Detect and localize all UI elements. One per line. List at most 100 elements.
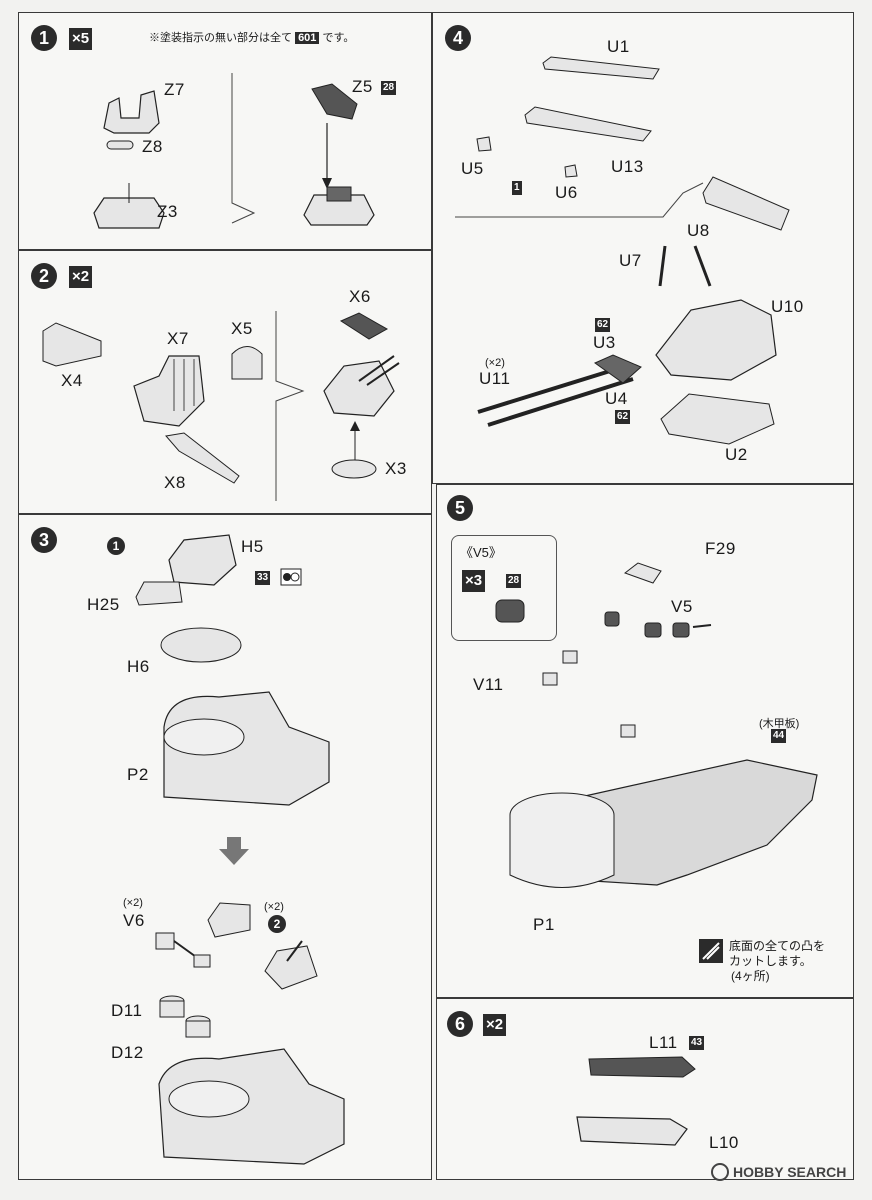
step-4-panel: 4 U1 U5 1 U6 U13 U8 U7 U10 62 U3 (×2) U1…	[432, 12, 854, 484]
f29-part-drawing	[623, 562, 662, 584]
l11-part-drawing	[588, 1056, 696, 1078]
p2-part-drawing	[163, 691, 330, 806]
u2-part-drawing	[660, 393, 775, 445]
step-3-badge: 3	[31, 527, 57, 553]
label-p1: P1	[533, 915, 555, 934]
label-u11: U11	[479, 369, 511, 388]
arrow-down-icon	[322, 123, 332, 189]
u1-part-drawing	[542, 56, 660, 80]
u6-part-drawing	[564, 164, 578, 178]
turret-a-drawing	[207, 902, 251, 938]
cut-note-line-1: 底面の全ての凸を	[729, 939, 826, 953]
h6-part-drawing	[160, 627, 242, 663]
u10-hull-part-drawing	[655, 299, 777, 381]
step-1-paint-note: ※塗装指示の無い部分は全て 601 です。	[149, 29, 354, 45]
turret-b-drawing	[264, 940, 318, 990]
label-x6: X6	[349, 287, 371, 306]
turret-assembled-drawing	[303, 186, 375, 226]
h25-part-drawing	[135, 581, 183, 606]
x-turret-assembled-drawing	[323, 355, 400, 417]
z3-part-drawing	[93, 183, 165, 229]
step-6-panel: 6 ×2 L11 43 L10	[436, 998, 854, 1180]
v6-part-drawing	[155, 932, 211, 968]
color-chip-icon	[280, 568, 302, 586]
cut-note-line-2: カットします。	[729, 954, 812, 968]
label-x7: X7	[167, 329, 189, 348]
label-z5: Z5	[352, 77, 373, 96]
u11-count: (×2)	[485, 357, 505, 369]
label-z7: Z7	[164, 80, 185, 99]
label-l11: L11	[649, 1033, 678, 1052]
h5-color-code: 33	[255, 571, 271, 585]
step-1-badge: 1	[31, 25, 57, 51]
label-p2: P2	[127, 765, 149, 784]
label-u3: U3	[593, 333, 616, 352]
step-5-panel: 5 《V5》 ×3 28 F29 V5 V11 (木甲板) 44 P1 底面の全…	[436, 484, 854, 998]
label-u7: U7	[619, 251, 642, 270]
label-x3: X3	[385, 459, 407, 478]
label-u13: U13	[611, 157, 644, 176]
arrow-up-icon	[350, 421, 360, 461]
u5-part-drawing	[476, 136, 492, 152]
step-2-multiplier: ×2	[69, 266, 93, 288]
d12-part-drawing	[185, 1015, 211, 1038]
v6-count: (×2)	[123, 897, 143, 909]
label-l10: L10	[709, 1133, 739, 1152]
x6-part-drawing	[339, 312, 389, 340]
label-z8: Z8	[142, 137, 163, 156]
label-u5: U5	[461, 159, 484, 178]
step-4-badge: 4	[445, 25, 471, 51]
inset-multiplier: ×3	[462, 570, 486, 592]
d11-part-drawing	[159, 995, 185, 1018]
label-v11: V11	[473, 675, 504, 694]
inset-color-code: 28	[506, 574, 522, 588]
label-u6: U6	[555, 183, 578, 202]
deck-color-code: 44	[771, 729, 787, 743]
step-6-badge: 6	[447, 1011, 473, 1037]
label-x4: X4	[61, 371, 83, 390]
final-assembly-drawing	[158, 1048, 345, 1165]
step-4-divider	[455, 182, 704, 218]
sub-step-2-count: (×2)	[264, 901, 284, 913]
step-1-multiplier: ×5	[69, 28, 93, 50]
deck-note: (木甲板)	[759, 718, 800, 730]
step-6-multiplier: ×2	[483, 1014, 507, 1036]
step-3-panel: 3 1 H5 33 H25 H6 P2 (×2) V6 (×2) 2	[18, 514, 432, 1180]
x5-part-drawing	[231, 346, 263, 380]
u3-color-code: 62	[595, 318, 611, 332]
x8-part-drawing	[165, 432, 240, 484]
label-h6: H6	[127, 657, 150, 676]
v5-placed-drawing	[604, 611, 712, 638]
x3-part-drawing	[331, 459, 377, 479]
label-d12: D12	[111, 1043, 144, 1062]
label-v6: V6	[123, 911, 145, 930]
v5-inset-box: 《V5》 ×3 28	[451, 535, 557, 641]
inset-title: 《V5》	[460, 545, 502, 560]
z5-part-drawing	[311, 83, 358, 120]
label-v5: V5	[671, 597, 693, 616]
step-2-divider	[275, 311, 305, 501]
u5-color-code: 1	[512, 181, 522, 195]
arrow-down-icon	[219, 837, 249, 865]
label-u4: U4	[605, 389, 628, 408]
paint-color-601: 601	[295, 32, 320, 44]
label-z3: Z3	[157, 202, 178, 221]
z7-part-drawing	[103, 90, 160, 134]
z8-part-drawing	[106, 140, 134, 150]
step-2-panel: 2 ×2 X4 X7 X5 X8 X6 X3	[18, 250, 432, 514]
label-u8: U8	[687, 221, 710, 240]
z5-color-code: 28	[381, 81, 397, 95]
step-2-badge: 2	[31, 263, 57, 289]
label-u1: U1	[607, 37, 630, 56]
sub-step-2-ref: 2	[268, 915, 286, 933]
label-h5: H5	[241, 537, 264, 556]
u7-u8-part-drawing	[658, 245, 712, 287]
label-h25: H25	[87, 595, 120, 614]
hobby-search-logo-icon	[711, 1163, 729, 1181]
label-d11: D11	[111, 1001, 143, 1020]
step-5-badge: 5	[447, 495, 473, 521]
l11-color-code: 43	[689, 1036, 705, 1050]
v5-part-drawing	[495, 599, 525, 623]
cut-tool-icon	[699, 939, 723, 963]
u4-color-code: 62	[615, 410, 631, 424]
